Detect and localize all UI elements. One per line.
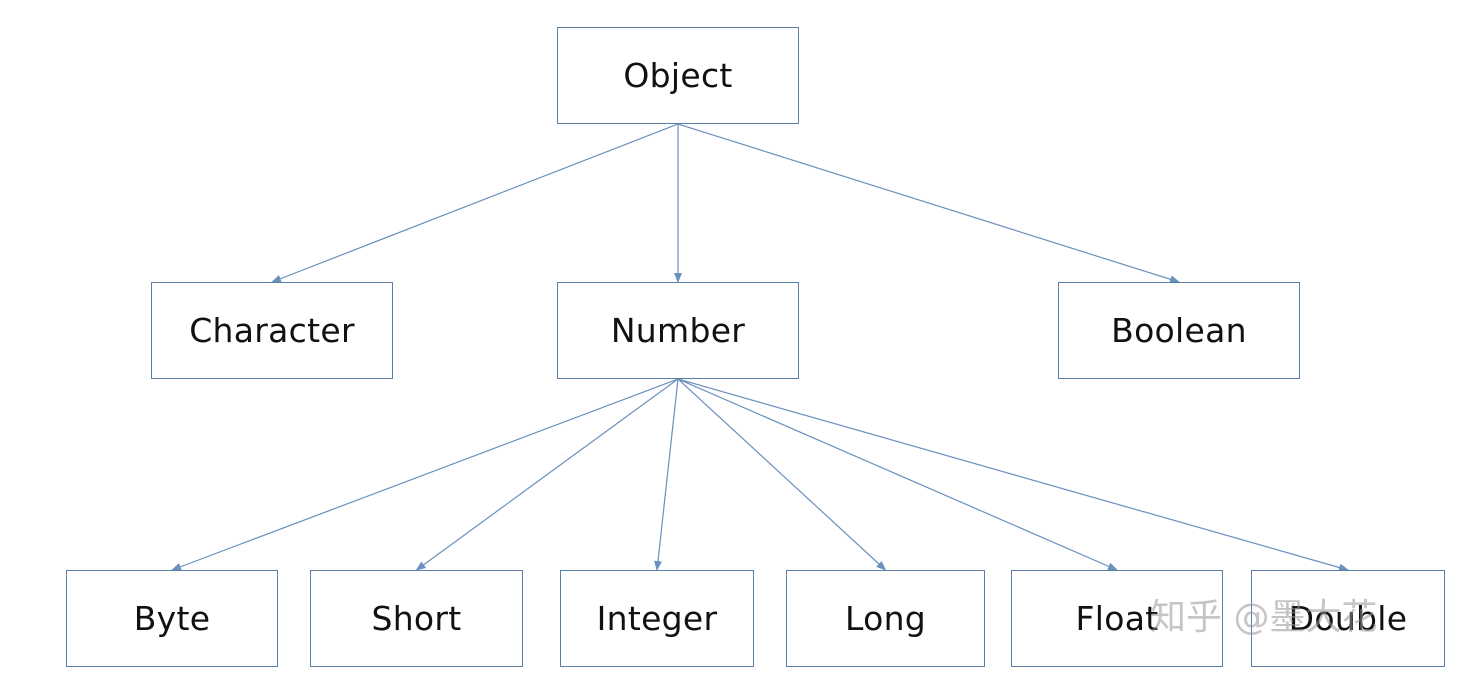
edge-number-to-float	[677, 378, 1118, 571]
node-number: Number	[557, 282, 799, 379]
node-short: Short	[310, 570, 523, 667]
edge-number-to-short	[415, 378, 679, 571]
node-float: Float	[1011, 570, 1223, 667]
node-double: Double	[1251, 570, 1445, 667]
node-number-label: Number	[610, 311, 746, 350]
node-character: Character	[151, 282, 393, 379]
node-long: Long	[786, 570, 985, 667]
node-integer-label: Integer	[596, 599, 718, 638]
edge-object-to-boolean	[677, 123, 1180, 284]
node-integer: Integer	[560, 570, 754, 667]
node-double-label: Double	[1288, 599, 1408, 638]
edge-number-to-long	[677, 378, 887, 571]
node-boolean-label: Boolean	[1111, 311, 1247, 350]
node-short-label: Short	[371, 599, 462, 638]
node-byte-label: Byte	[133, 599, 211, 638]
node-boolean: Boolean	[1058, 282, 1300, 379]
node-character-label: Character	[189, 311, 355, 350]
edge-object-to-character	[271, 123, 679, 283]
node-object-label: Object	[623, 56, 733, 95]
edge-number-to-double	[677, 378, 1349, 572]
node-byte: Byte	[66, 570, 278, 667]
node-float-label: Float	[1075, 599, 1159, 638]
node-object: Object	[557, 27, 799, 124]
edge-number-to-byte	[171, 378, 679, 571]
node-long-label: Long	[844, 599, 927, 638]
edge-number-to-integer	[654, 378, 679, 571]
